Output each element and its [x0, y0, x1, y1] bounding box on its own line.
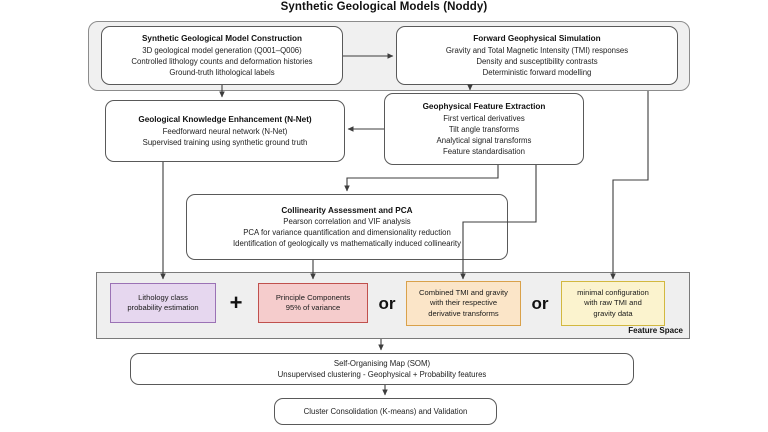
page-title: Synthetic Geological Models (Noddy) [280, 1, 488, 13]
feature-box-lithology-line-2: probability estimation [127, 303, 199, 312]
node-collinearity-pca-line-2: PCA for variance quantification and dime… [243, 228, 451, 238]
feature-box-lithology-line-1: Lithology class [138, 292, 188, 302]
node-som-line-2: Unsupervised clustering - Geophysical + … [277, 370, 487, 379]
feature-box-minimal-line-3: gravity data [593, 308, 633, 318]
feature-box-minimal-line-1: minimal configuration [577, 287, 649, 297]
feature-box-principle-components[interactable]: Principle Components 95% of variance [258, 283, 368, 323]
node-forward-simulation[interactable]: Forward Geophysical Simulation Gravity a… [396, 26, 678, 85]
node-som-line-1: Self-Organising Map (SOM) [333, 359, 431, 368]
feature-box-principle-components-line-2: 95% of variance [285, 303, 341, 312]
node-feature-extraction-line-2: Tilt angle transforms [448, 124, 520, 134]
operator-or-2: or [531, 293, 549, 313]
node-feature-extraction-line-4: Feature standardisation [443, 146, 525, 156]
node-collinearity-pca-heading: Collinearity Assessment and PCA [281, 205, 413, 215]
operator-or-1: or [378, 293, 396, 313]
node-knowledge-enhancement-heading: Geological Knowledge Enhancement (N-Net) [138, 115, 312, 125]
feature-box-combined-line-2: with their respective [429, 298, 498, 308]
feature-box-lithology[interactable]: Lithology class probability estimation [110, 283, 216, 323]
feature-box-combined-tmi-gravity[interactable]: Combined TMI and gravity with their resp… [406, 281, 521, 326]
node-forward-simulation-line-2: Density and susceptibility contrasts [476, 56, 598, 66]
node-collinearity-pca-line-3: Identification of geologically vs mathem… [233, 239, 461, 249]
node-collinearity-pca-line-1: Pearson correlation and VIF analysis [283, 217, 411, 227]
node-knowledge-enhancement-line-2: Supervised training using synthetic grou… [142, 137, 308, 147]
node-feature-extraction-line-3: Analytical signal transforms [436, 135, 532, 145]
link-extraction-to-pca [344, 165, 499, 192]
feature-box-minimal-line-2: with raw TMI and [584, 298, 642, 308]
node-cluster-validation-line-1: Cluster Consolidation (K-means) and Vali… [303, 407, 468, 416]
node-model-construction-line-1: 3D geological model generation (Q001–Q00… [142, 45, 302, 55]
node-knowledge-enhancement[interactable]: Geological Knowledge Enhancement (N-Net)… [105, 100, 345, 162]
node-cluster-validation[interactable]: Cluster Consolidation (K-means) and Vali… [274, 398, 497, 425]
node-feature-extraction[interactable]: Geophysical Feature Extraction First ver… [384, 93, 584, 165]
node-som[interactable]: Self-Organising Map (SOM) Unsupervised c… [130, 353, 634, 385]
node-feature-extraction-heading: Geophysical Feature Extraction [422, 102, 546, 112]
node-model-construction-heading: Synthetic Geological Model Construction [141, 34, 303, 44]
feature-box-combined-line-1: Combined TMI and gravity [419, 287, 508, 297]
link-group-to-minimal [610, 91, 649, 280]
node-model-construction-line-2: Controlled lithology counts and deformat… [131, 56, 313, 66]
node-forward-simulation-heading: Forward Geophysical Simulation [473, 34, 601, 44]
node-model-construction-line-3: Ground-truth lithological labels [169, 67, 275, 77]
node-model-construction[interactable]: Synthetic Geological Model Construction … [101, 26, 343, 85]
feature-box-combined-line-3: derivative transforms [428, 308, 499, 318]
node-forward-simulation-line-3: Deterministic forward modelling [482, 67, 592, 77]
node-collinearity-pca[interactable]: Collinearity Assessment and PCA Pearson … [186, 194, 508, 260]
node-forward-simulation-line-1: Gravity and Total Magnetic Intensity (TM… [445, 45, 629, 55]
operator-plus: + [229, 290, 243, 315]
node-feature-extraction-line-1: First vertical derivatives [443, 113, 525, 123]
feature-space-label: Feature Space [628, 326, 683, 335]
node-knowledge-enhancement-line-1: Feedforward neural network (N-Net) [162, 126, 288, 136]
feature-box-principle-components-line-1: Principle Components [275, 292, 351, 302]
feature-box-minimal-configuration[interactable]: minimal configuration with raw TMI and g… [561, 281, 665, 326]
